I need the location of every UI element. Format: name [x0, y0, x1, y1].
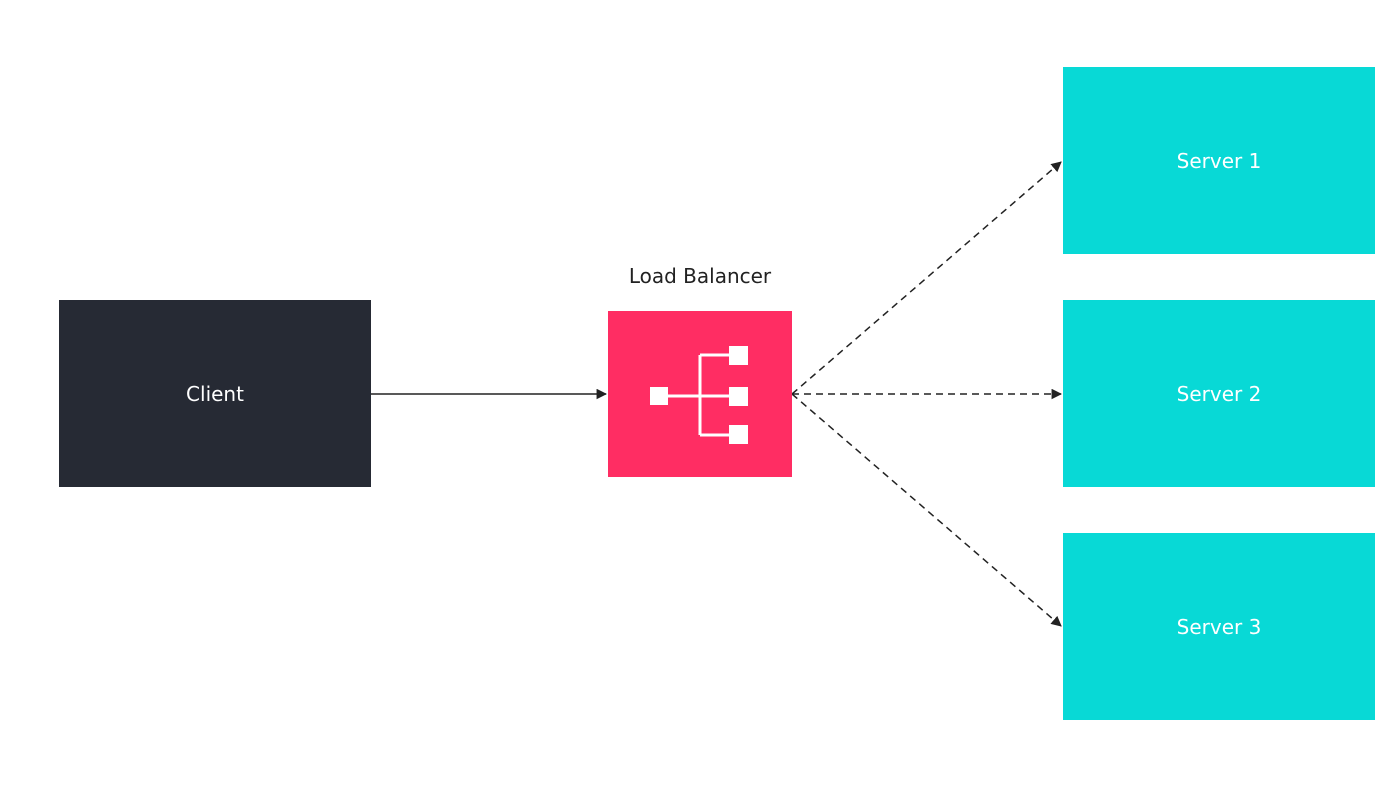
- load-balancer-icon: [650, 346, 748, 444]
- load-balancer-node: [608, 311, 792, 477]
- edge-load-balancer-to-server-1: [791, 161, 1062, 395]
- server-1-label: Server 1: [1176, 148, 1262, 173]
- client-node: Client: [59, 300, 371, 487]
- edge-load-balancer-to-server-3: [791, 393, 1062, 627]
- server-2-node: Server 2: [1063, 300, 1375, 487]
- server-3-label: Server 3: [1176, 614, 1262, 639]
- server-1-node: Server 1: [1063, 67, 1375, 254]
- client-label: Client: [186, 381, 244, 406]
- load-balancer-label: Load Balancer: [628, 264, 772, 288]
- server-2-label: Server 2: [1176, 381, 1262, 406]
- server-3-node: Server 3: [1063, 533, 1375, 720]
